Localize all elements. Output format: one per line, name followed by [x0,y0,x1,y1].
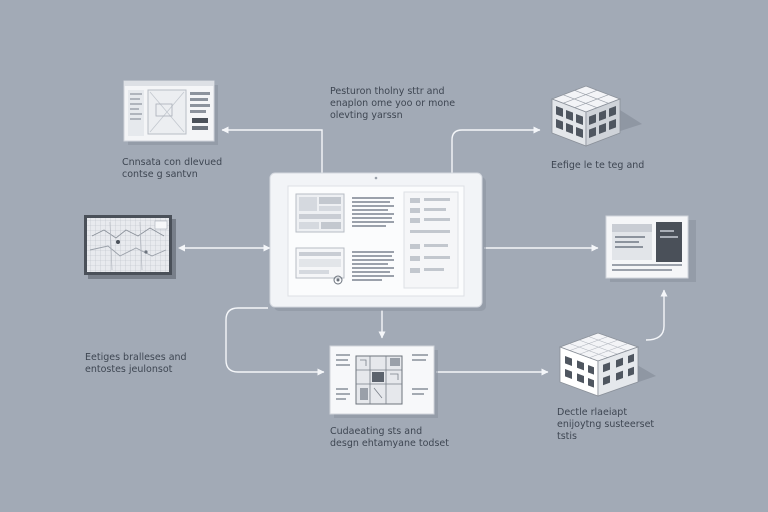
browser-window-icon [123,80,218,145]
connectors [178,126,668,376]
label-bottom-center: Cudaeating sts and desgn ehtamyane todse… [330,426,449,449]
label-top-center: Pesturon tholny sttr and enaplon ome yoo… [330,86,456,121]
label-top-left: Cnnsata con dlevued contse g santvn [122,157,223,180]
arrow-center-to-top-right [451,126,541,173]
floor-plan-sheet-icon [329,345,438,418]
arrow-left-loop-to-bottom-center [225,307,325,376]
tablet-dashboard-icon [269,172,486,311]
cube-module-icon [558,332,656,397]
label-bottom-left: Eetiges bralleses and entostes jeulonsot [85,352,187,375]
label-bottom-right: Dectle rlaeiapt enijoytng susteerset tst… [557,407,655,442]
map-screen-icon [84,215,176,279]
label-top-right: Eefige le te teg and [551,160,645,171]
presentation-card-icon [605,215,696,282]
arrow-bottom-right-to-mid-right [645,289,668,341]
arrow-center-to-top-left [221,126,323,173]
cube-grid-icon [550,85,642,147]
